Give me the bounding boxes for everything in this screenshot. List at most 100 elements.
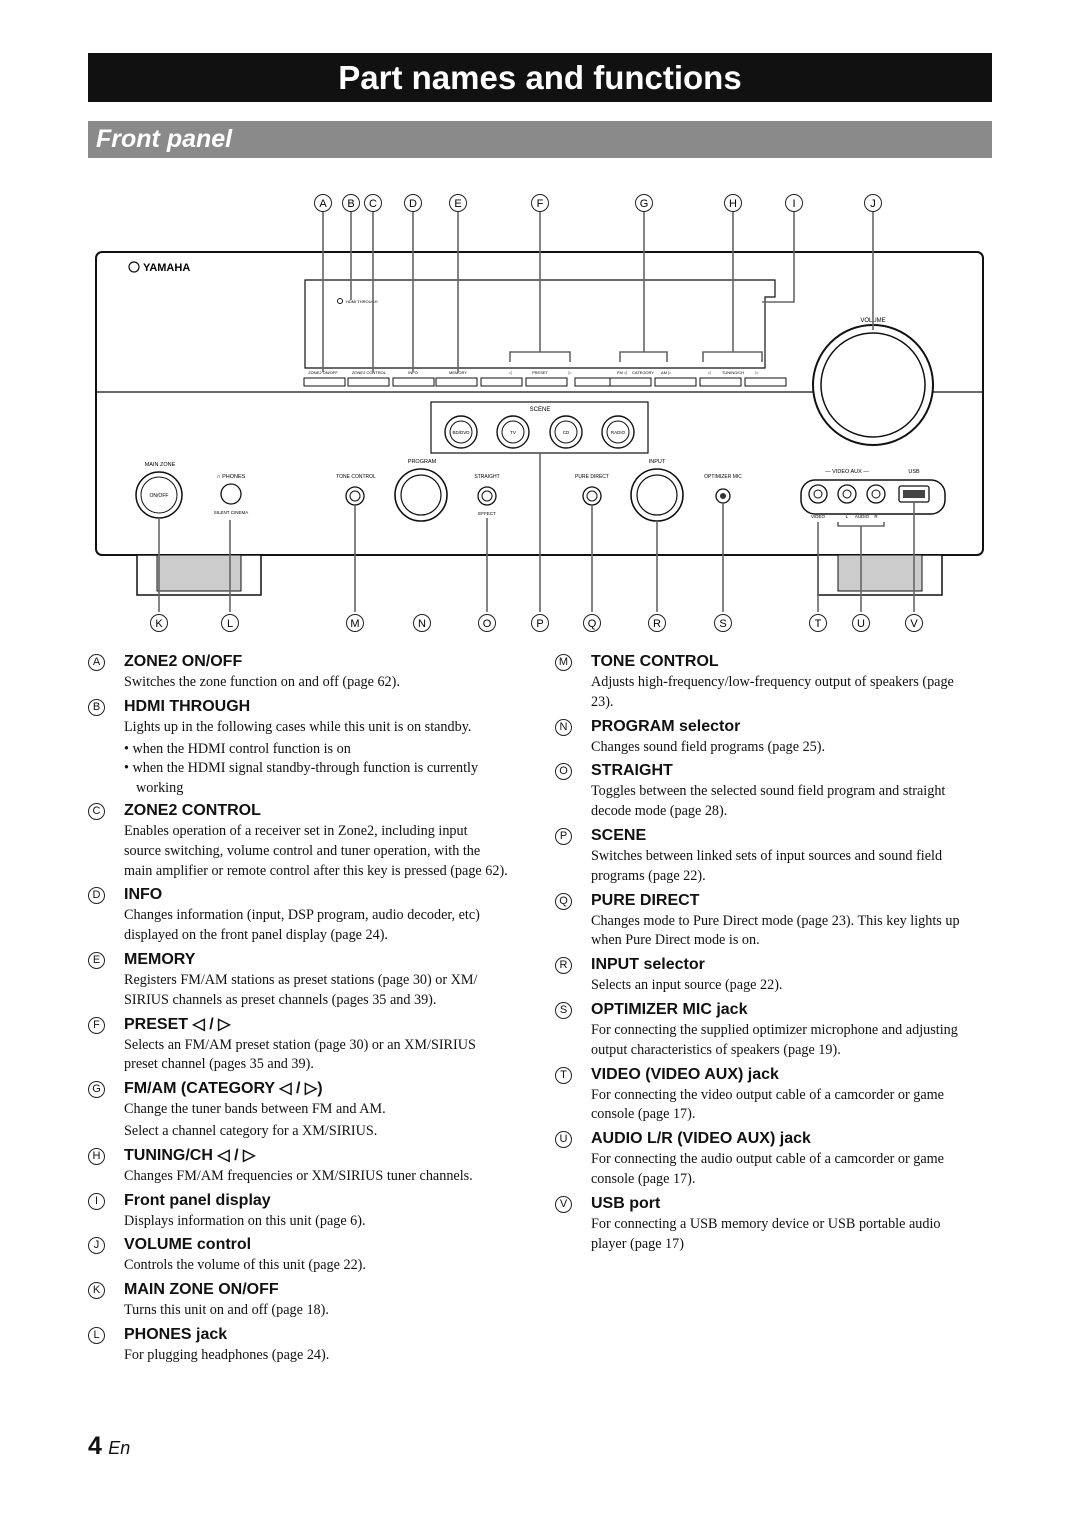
part-description: Select a channel category for a XM/SIRIU… [124,1122,378,1139]
hdmi-through-label: HDMI THROUGH [346,299,378,304]
part-name: ZONE2 CONTROL [124,801,261,819]
part-name: MEMORY [124,950,196,968]
part-description: Changes FM/AM frequencies or XM/SIRIUS t… [124,1167,473,1184]
front-key[interactable] [525,377,568,387]
callout-marker: R [555,957,572,975]
front-key[interactable] [480,377,523,387]
callout-marker: D [88,887,105,905]
front-key-label: MEMORY [449,370,467,375]
callout-marker: S [555,1001,572,1019]
callout-circle-n [413,614,431,632]
front-key[interactable] [303,377,346,387]
front-key-label: ◁ [508,370,512,375]
part-bullet: • when the HDMI signal standby-through f… [124,760,479,797]
part-name: TONE CONTROL [591,653,719,670]
callout-letter-j: J [870,198,876,210]
callout-circle-a [314,194,332,212]
svg-text:AUDIO: AUDIO [855,514,870,519]
callout-letter-v: V [910,618,918,630]
section-title: Front panel [88,121,992,158]
callout-marker: N [555,718,572,736]
callout-circle-p [531,614,549,632]
part-name: TUNING/CH ◁ / ▷ [124,1146,256,1164]
part-description: For connecting the supplied optimizer mi… [591,1021,958,1058]
callout-marker: I [88,1192,105,1210]
front-key[interactable] [744,377,787,387]
page-number: 4 En [88,1432,131,1460]
part-description: Toggles between the selected sound field… [591,783,946,820]
part-entry-d: D INFO Changes information (input, DSP pro… [88,883,508,946]
front-key[interactable] [699,377,742,387]
callout-circle-o [478,614,496,632]
phones-jack[interactable] [220,483,242,505]
svg-text:PURE DIRECT: PURE DIRECT [575,474,609,480]
callout-circle-m [346,614,364,632]
part-description: Changes information (input, DSP program,… [124,907,480,944]
callout-letter-a: A [319,198,327,210]
callout-letter-l: L [227,618,233,630]
part-description: Selects an FM/AM preset station (page 30… [124,1036,476,1073]
part-description: Changes mode to Pure Direct mode (page 2… [591,912,960,949]
svg-text:PROGRAM: PROGRAM [408,459,437,465]
callout-letter-i: I [792,198,795,210]
part-name: VIDEO (VIDEO AUX) jack [591,1065,779,1083]
part-description: For plugging headphones (page 24). [124,1346,330,1363]
callout-letter-r: R [653,618,661,630]
callout-circle-u [852,614,870,632]
callout-circle-f [531,194,549,212]
front-key[interactable] [654,377,697,387]
scene-button-label: BD/DVD [452,430,470,435]
part-name: FM/AM (CATEGORY ◁ / ▷) [124,1080,323,1098]
callout-marker: V [555,1195,572,1213]
svg-text:OPTIMIZER MIC: OPTIMIZER MIC [704,474,742,480]
callout-circle-r [648,614,666,632]
callout-marker: C [88,802,105,820]
part-description: Adjusts high-frequency/low-frequency out… [591,674,954,710]
front-key[interactable] [609,377,652,387]
callout-circle-q [583,614,601,632]
part-name: SCENE [591,826,647,844]
callout-marker: T [555,1066,572,1084]
scene-button-label: CD [563,430,570,435]
phones-label: ∩ PHONES [217,474,246,480]
front-key-label: PRESET [532,370,549,375]
callout-letter-m: M [350,618,359,630]
part-name: INFO [124,886,163,904]
callout-marker: K [88,1282,105,1300]
front-key-label: ▷ [568,370,572,375]
callout-letter-o: O [483,618,492,630]
callout-marker: E [88,951,105,969]
main-zone-label: MAIN ZONE [145,462,176,468]
front-key[interactable] [347,377,390,387]
part-description: Selects an input source (page 22). [591,977,783,994]
callout-circle-t [809,614,827,632]
front-key-label: ZONE2 CONTROL [352,370,387,375]
part-name: PHONES jack [124,1325,228,1343]
callout-letter-p: P [536,618,543,630]
front-key-label: CATEGORY [632,370,654,375]
callout-circle-i [785,194,803,212]
front-key-label: FM ◁ [617,370,628,375]
yamaha-logo-icon [128,261,140,273]
callout-letter-t: T [815,618,822,630]
front-key[interactable] [435,377,478,387]
callout-marker: B [88,698,105,716]
part-description: Displays information on this unit (page … [124,1212,366,1229]
part-name: OPTIMIZER MIC jack [591,1000,748,1018]
part-description: For connecting the video output cable of… [591,1086,944,1123]
part-description: Lights up in the following cases while t… [124,718,472,735]
front-key[interactable] [392,377,435,387]
